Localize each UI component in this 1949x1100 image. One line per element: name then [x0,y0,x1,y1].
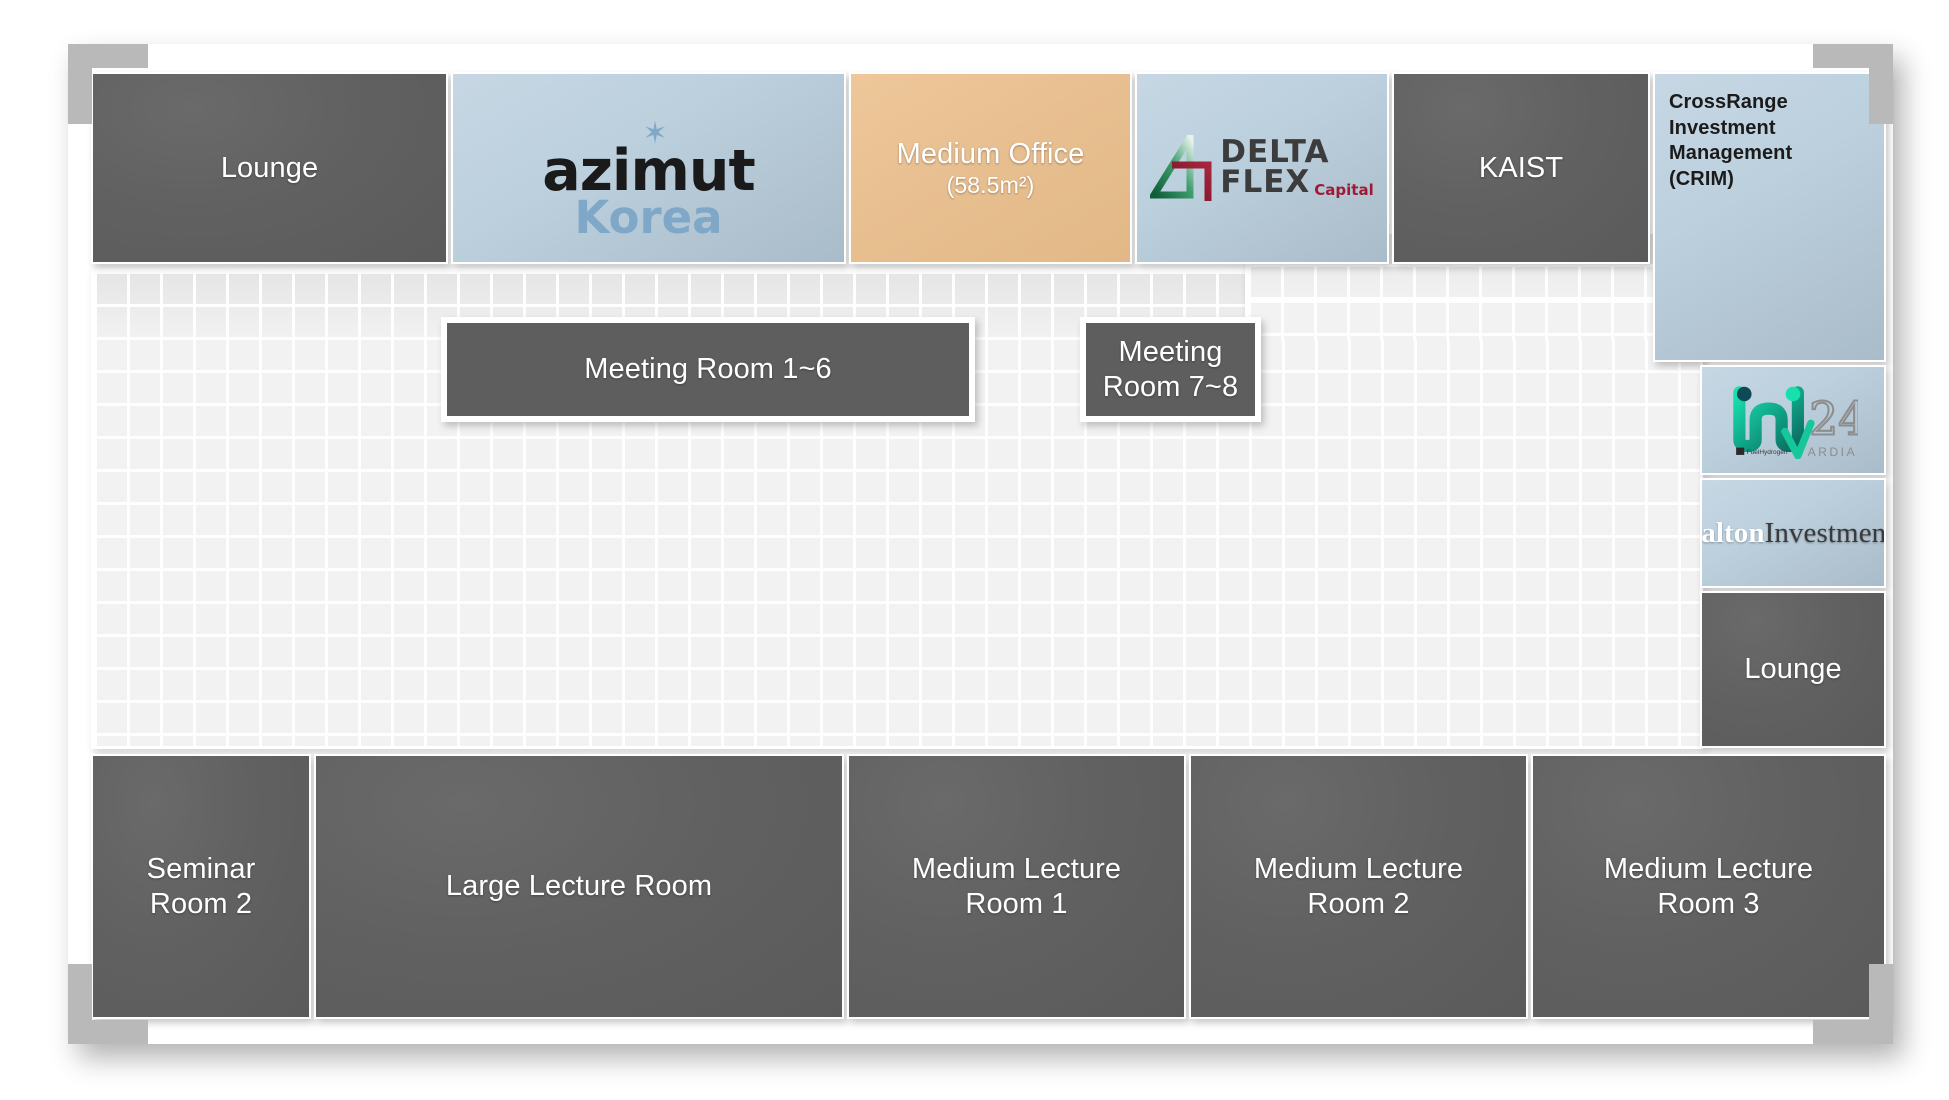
svg-text:24: 24 [1809,393,1858,446]
room-label: Medium Lecture Room 2 [1253,853,1464,920]
dalton-logo-bold: Dalton [1701,516,1765,549]
room-dalton-investments[interactable]: DaltonInvestments [1700,478,1886,588]
azimut-logo: ✶ azimut Korea [453,74,844,262]
svg-text:FuelHydrogen: FuelHydrogen [1747,449,1788,456]
delta-flex-line1: DELTA [1220,134,1330,171]
room-large-lecture[interactable]: Large Lecture Room [314,754,844,1019]
delta-flex-logo: DELTA FLEX Capital [1137,74,1387,262]
corner-bracket-bottom-right [1869,964,1893,1044]
azimut-star-icon: ✶ [642,116,668,150]
room-area-label: (58.5m²) [946,171,1035,198]
delta-flex-line2: FLEX [1220,164,1311,200]
room-meeting-1-6[interactable]: Meeting Room 1~6 [441,317,975,422]
room-label: Seminar Room 2 [146,853,256,920]
room-delta-flex-capital[interactable]: DELTA FLEX Capital [1135,72,1389,264]
corner-bracket-top-right [1869,44,1893,124]
azimut-logo-sub: Korea [574,190,723,244]
room-medium-lecture-3[interactable]: Medium Lecture Room 3 [1531,754,1886,1019]
delta-flex-mark-icon [1150,135,1212,201]
corner-bracket-top-left [68,44,92,124]
room-label: CrossRange Investment Management (CRIM) [1669,91,1793,190]
room-medium-lecture-1[interactable]: Medium Lecture Room 1 [847,754,1186,1019]
room-label: Medium Office [896,138,1085,171]
room-hy24-ardian[interactable]: 24 ARDIAN FuelHydrogen [1700,365,1886,475]
room-label: KAIST [1478,151,1564,184]
azimut-logo-main: azimut [542,137,755,204]
room-meeting-7-8[interactable]: Meeting Room 7~8 [1080,317,1261,422]
hy24-logo: 24 ARDIAN FuelHydrogen [1702,367,1884,473]
dalton-logo-regular: Investments [1764,516,1886,549]
room-lounge-left[interactable]: Lounge [91,72,448,264]
room-label: Medium Lecture Room 3 [1603,853,1814,920]
room-seminar-2[interactable]: Seminar Room 2 [91,754,311,1019]
room-kaist[interactable]: KAIST [1392,72,1650,264]
room-label: Large Lecture Room [445,870,713,903]
hy24-mark-icon: 24 ARDIAN FuelHydrogen [1733,386,1858,459]
room-lounge-right[interactable]: Lounge [1700,591,1886,748]
delta-flex-accent: Capital [1314,181,1374,200]
corridor-seam [1248,300,1700,340]
dalton-logo: DaltonInvestments [1701,516,1886,550]
room-azimut-korea[interactable]: ✶ azimut Korea [451,72,846,264]
room-label: Lounge [1744,653,1842,686]
room-medium-lecture-2[interactable]: Medium Lecture Room 2 [1189,754,1528,1019]
room-medium-office[interactable]: Medium Office (58.5m²) [849,72,1132,264]
room-label: Meeting Room 7~8 [1102,336,1239,403]
room-label: Meeting Room 1~6 [584,353,832,386]
room-label: Lounge [220,151,319,184]
svg-text:ARDIAN: ARDIAN [1808,445,1858,459]
corner-bracket-bottom-left [68,964,92,1044]
room-crossrange-investment-management[interactable]: CrossRange Investment Management (CRIM) [1653,72,1886,362]
room-label: Medium Lecture Room 1 [911,853,1122,920]
